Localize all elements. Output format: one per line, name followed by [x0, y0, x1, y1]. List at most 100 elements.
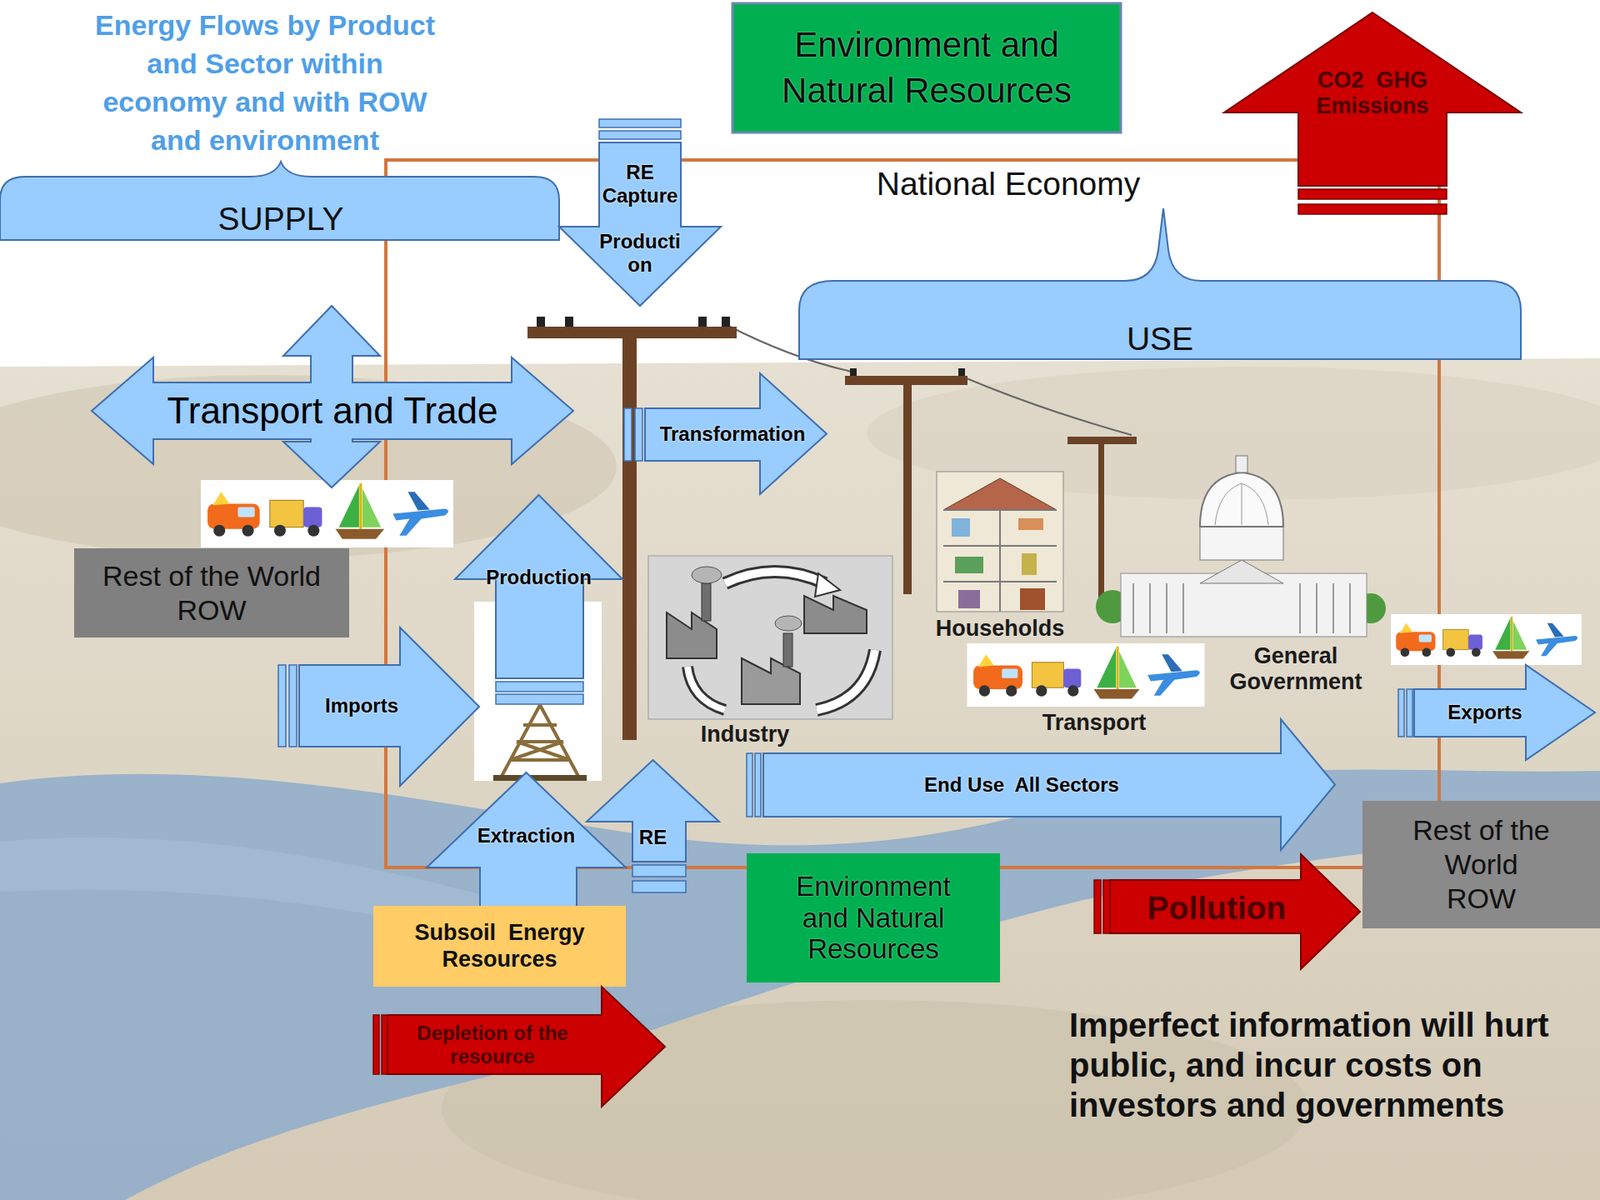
text-slot: Energy Flows by Product and Sector withi… [85, 1, 445, 165]
text-slot: Imperfect information will hurt public, … [1069, 1005, 1595, 1195]
arrow-bar [1298, 189, 1447, 200]
factory [804, 595, 867, 634]
end-use-arrow: End Use All Sectors [746, 719, 1335, 850]
arrow-bar [1406, 689, 1413, 737]
smoke [691, 566, 722, 584]
trade-arrow: Transport and Trade [91, 305, 574, 488]
sector-label: General Government [1212, 643, 1380, 695]
text-slot: Environment and Natural Resources [739, 8, 1115, 128]
text-slot: Transport [1027, 708, 1161, 737]
house-window [951, 518, 970, 537]
insulator [536, 316, 545, 327]
house-furniture [1018, 518, 1044, 530]
house-furniture [958, 590, 980, 609]
text-slot: Production [459, 563, 619, 592]
depletion-arrow: Depletion of the resource [373, 986, 665, 1107]
node-text: Rest of the World ROW [1408, 813, 1555, 915]
house-furniture [1021, 553, 1037, 575]
box-shape [746, 853, 1000, 983]
cycle-arrow [816, 650, 875, 710]
arrow-shape [763, 719, 1335, 850]
pole-crossbar [527, 326, 737, 339]
text-slot: CO2 GHG Emissions [1282, 60, 1463, 126]
text-slot: Exports [1414, 695, 1556, 730]
node-text: Transport and Trade [141, 390, 524, 431]
power-pole [622, 326, 637, 740]
house-roof [943, 478, 1057, 510]
arrow-bar [278, 665, 286, 747]
node-shape [559, 119, 721, 306]
production-arrow: Production [455, 495, 623, 705]
text-slot: Rest of the World ROW [1367, 805, 1595, 924]
node-text: Production [598, 230, 682, 276]
power-pole [1098, 436, 1105, 613]
insulator [850, 368, 857, 376]
power-wire [962, 376, 1132, 435]
insulator [698, 316, 707, 327]
pole-crossbar [845, 375, 968, 385]
text-slot: Industry [670, 720, 820, 749]
power-pole [903, 375, 912, 595]
cycle-arrowhead [815, 573, 840, 597]
node-text: RE Capture [599, 160, 681, 207]
text-slot: Production [592, 228, 688, 279]
resource-box: Environment and Natural Resources [746, 853, 1000, 983]
resource-box: Environment and Natural Resources [732, 3, 1121, 133]
resource-stock-box: Subsoil Energy Resources [373, 905, 626, 987]
node-text: Environment and Natural Resources [739, 22, 1115, 114]
arrow-bar [373, 1015, 380, 1075]
text-slot: RE Capture [599, 145, 681, 223]
arrow-bar [289, 665, 297, 747]
industry-illustration [648, 555, 893, 720]
node-text: Extraction [460, 824, 593, 849]
capitol-pediment [1200, 560, 1284, 584]
arrow-bar [599, 119, 681, 128]
sector-label: Households [916, 615, 1084, 642]
text-slot: General Government [1212, 640, 1380, 699]
text-slot: Depletion of the resource [388, 1015, 597, 1075]
text-slot: Pollution [1112, 887, 1321, 930]
arrow-bar [624, 408, 632, 461]
arrow-shape [455, 495, 623, 679]
chimney [783, 633, 793, 667]
cycle-arrow [725, 571, 825, 584]
note-text: Imperfect information will hurt public, … [1069, 1005, 1595, 1125]
transport-icons [1390, 614, 1582, 665]
arrow-bar [495, 681, 584, 692]
text-slot: RE [624, 823, 682, 852]
arrow-bar [632, 880, 686, 893]
text-slot: Transformation [645, 413, 820, 455]
households-illustration [936, 471, 1064, 612]
node-text: End Use All Sectors [763, 773, 1280, 798]
arrow-shape [1414, 665, 1595, 760]
arrow-shape [91, 305, 574, 488]
supply-brace [0, 161, 560, 240]
insulator [565, 316, 574, 327]
arrow-shape [559, 142, 721, 306]
text-slot: USE [1076, 320, 1244, 359]
box-shape [373, 905, 626, 987]
arrow-bar [1094, 880, 1101, 934]
text-slot: Households [916, 614, 1084, 643]
arrow-bar [1298, 204, 1447, 215]
arrow-shape [645, 373, 827, 495]
brace-label: SUPPLY [150, 200, 412, 240]
exports-arrow: Exports [1398, 665, 1595, 760]
arrow-shape [1110, 854, 1360, 970]
node-shape [732, 3, 1121, 133]
arrow-bar [755, 753, 761, 817]
economy-frame [385, 160, 1440, 868]
node-text: Exports [1414, 700, 1556, 725]
node-text: Subsoil Energy Resources [380, 920, 620, 972]
sector-label: Transport [1027, 709, 1161, 736]
node-text: CO2 GHG Emissions [1282, 67, 1463, 120]
node-shape [455, 495, 623, 705]
dome-ribs [1215, 483, 1269, 525]
water [0, 770, 1600, 1200]
pole-crossbar [1067, 436, 1137, 445]
text-slot: SUPPLY [150, 200, 412, 239]
chimney [701, 583, 711, 621]
arrow-bar [635, 408, 643, 461]
text-slot: End Use All Sectors [763, 768, 1280, 802]
